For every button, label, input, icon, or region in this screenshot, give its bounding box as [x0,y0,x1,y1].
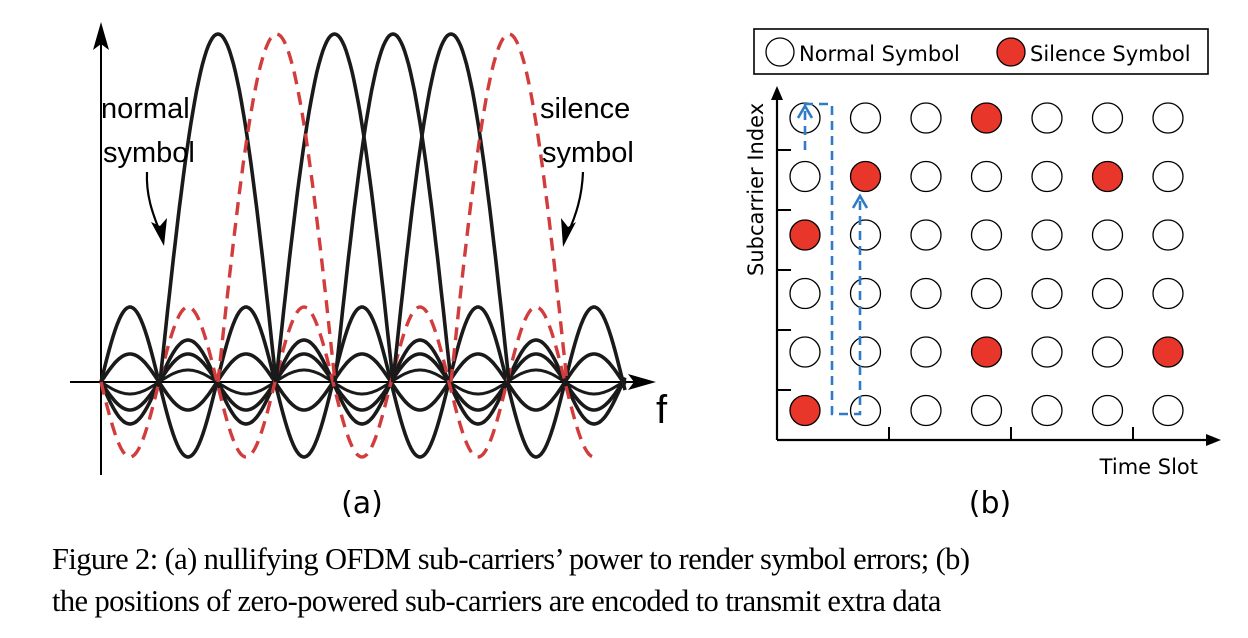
symbol-grid [789,102,1184,427]
silence-symbol [970,336,1003,368]
normal-symbol-lobe [333,32,453,383]
normal-symbol [910,102,942,134]
normal-symbol [789,336,821,368]
subfigure-label-a: (a) [341,486,383,521]
silence-symbol [789,219,821,251]
panel-b-x-arrowhead [1206,434,1221,446]
encoding-path-blue [803,102,862,416]
normal-symbol [1091,336,1124,368]
normal-symbol [1031,102,1063,134]
normal-symbol [849,394,882,427]
normal-symbol [910,160,942,193]
normal-symbol [910,336,942,368]
silence-symbol-lobe [449,32,569,383]
normal-symbol [1091,394,1124,427]
legend-normal-label: Normal Symbol [799,42,960,66]
normal-symbol [1031,277,1063,310]
panel-b-y-arrowhead [771,86,783,100]
silence-symbol-pointer-line [566,171,585,234]
panel-b-ticks [777,149,1134,440]
silence-symbol [1091,160,1124,193]
panel-a: f normal symbol silence symbol (a) [70,22,668,521]
silence-symbol-label-line1: silence [540,93,630,125]
x-axis-label: Time Slot [1099,455,1198,479]
encoding-arrow-2 [851,193,869,209]
side-lobe-curve [99,352,627,412]
normal-symbol [1152,219,1184,251]
side-lobe-curve [99,305,627,459]
panel-a-y-arrowhead [93,22,109,50]
caption-line-2: the positions of zero-powered sub-carrie… [52,584,941,618]
silence-symbol [970,102,1003,134]
silence-symbol [1152,336,1184,368]
side-lobe-curve [99,338,627,426]
encoding-arrow-1 [796,103,814,119]
normal-symbol [1031,394,1063,427]
normal-symbol [1091,102,1124,134]
normal-symbol [910,277,942,310]
normal-symbol [789,277,821,310]
subcarrier-curves [99,32,627,459]
panel-a-x-arrowhead [628,374,656,390]
normal-symbol [789,160,821,193]
normal-symbol [849,277,882,310]
figure-canvas: f normal symbol silence symbol (a) Norma… [70,22,1221,521]
normal-symbol [849,102,882,134]
panel-a-axis-label: f [656,388,668,432]
normal-symbol [910,219,942,251]
normal-symbol [970,394,1003,427]
normal-symbol-lobe [391,32,511,383]
normal-symbol [1152,102,1184,134]
y-axis-label: Subcarrier Index [744,103,768,276]
normal-symbol [1091,277,1124,310]
normal-symbol-label-line2: symbol [103,137,195,169]
normal-symbol [1152,277,1184,310]
panel-b: Normal Symbol Silence Symbol Subcarrier … [744,28,1221,521]
legend-silence-marker [996,37,1026,67]
legend-silence-label: Silence Symbol [1030,42,1191,66]
legend-normal-marker [765,37,795,67]
normal-symbol [1152,160,1184,193]
side-lobe-curve [99,352,627,412]
normal-symbol-pointer-line [145,171,162,233]
normal-symbol [1152,394,1184,427]
normal-symbol [910,394,942,427]
subfigure-label-b: (b) [969,486,1011,521]
side-lobe-curve [100,368,626,396]
caption-line-1: Figure 2: (a) nullifying OFDM sub-carrie… [52,542,970,576]
normal-symbol-lobe [158,32,278,383]
normal-symbol [970,219,1003,251]
normal-symbol [849,219,882,251]
normal-symbol [1031,336,1063,368]
figure-caption: Figure 2: (a) nullifying OFDM sub-carrie… [52,538,1232,622]
silence-symbol-pointer-head [561,218,576,247]
silence-symbol [789,394,821,427]
normal-symbol [1091,219,1124,251]
normal-symbol [1031,219,1063,251]
normal-symbol [1031,160,1063,193]
legend-box [753,28,1209,75]
normal-symbol-label-line1: normal [101,93,190,125]
silence-symbol-lobe [216,32,337,383]
normal-symbol [970,277,1003,310]
silence-symbol [849,160,882,193]
normal-symbol-lobe [274,32,395,383]
silence-side-lobe-curve [99,305,601,459]
silence-symbol-label-line2: symbol [542,137,634,169]
normal-symbol [970,160,1003,193]
normal-symbol [849,336,882,368]
normal-symbol-pointer-head [151,218,167,246]
